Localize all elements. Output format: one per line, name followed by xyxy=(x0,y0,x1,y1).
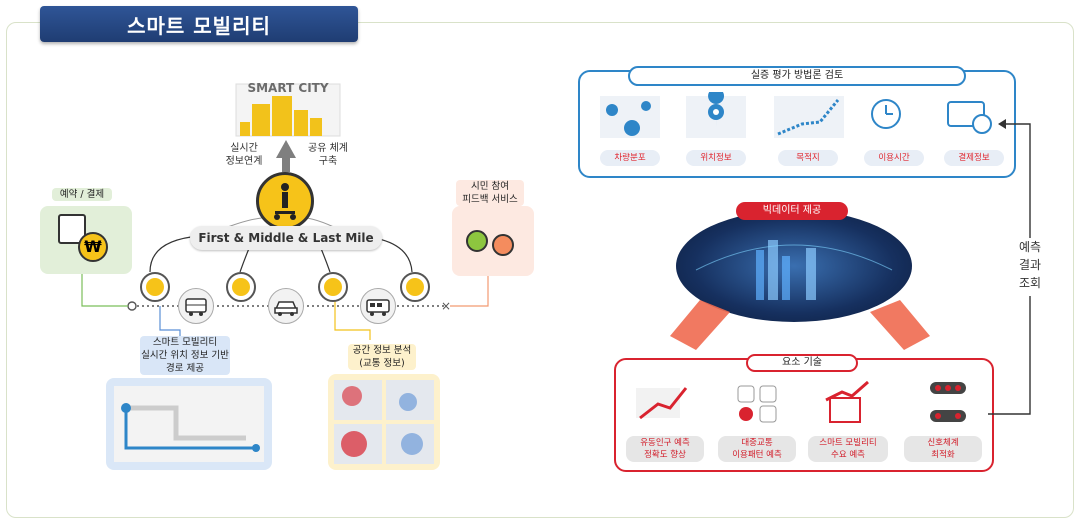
demand-forecast-chip: 스마트 모빌리티 수요 예측 xyxy=(808,436,888,462)
payment-info-chip: 결제정보 xyxy=(944,150,1004,166)
prediction-query-label: 예측 결과 조회 xyxy=(1010,238,1050,296)
payment-card-icon xyxy=(947,101,992,134)
bus-icon xyxy=(178,288,214,324)
won-coin-icon: ₩ xyxy=(78,232,108,262)
spatial-map-tile xyxy=(328,374,440,470)
citizen-feedback-label: 시민 참여 피드백 서비스 xyxy=(456,180,524,206)
scooter-icon xyxy=(400,272,430,302)
realtime-info-label: 실시간 정보연계 xyxy=(225,143,263,167)
route-map-tile xyxy=(106,378,272,470)
happy-face-icon xyxy=(466,230,488,252)
sad-face-icon xyxy=(492,234,514,256)
booking-label: 예약 / 결제 xyxy=(52,188,112,201)
vehicle-distribution-chip: 차량분포 xyxy=(600,150,660,166)
rider-icon xyxy=(256,172,314,230)
signal-optimization-chip: 신호체계 최적화 xyxy=(904,436,982,462)
route-info-label: 스마트 모빌리티 실시간 위치 정보 기반 경로 제공 xyxy=(140,336,230,375)
scooter-icon xyxy=(318,272,348,302)
vehicle-distribution-icon xyxy=(600,96,660,138)
population-trend-icon xyxy=(636,387,688,420)
mile-label: First & Middle & Last Mile xyxy=(190,226,382,250)
destination-route-icon xyxy=(774,96,844,138)
usage-time-chip: 이용시간 xyxy=(864,150,924,166)
demand-forecast-icon xyxy=(825,380,869,423)
transit-pattern-chip: 대중교통 이용패턴 예측 xyxy=(718,436,796,462)
page-title: 스마트 모빌리티 xyxy=(40,6,358,42)
bigdata-arrows-icon xyxy=(670,300,930,350)
booking-tile: ₩ xyxy=(40,206,132,274)
population-forecast-chip: 유동인구 예측 정확도 향상 xyxy=(626,436,704,462)
spatial-info-label: 공간 정보 분석 (교통 정보) xyxy=(348,344,416,370)
share-system-label: 공유 체계 구축 xyxy=(308,143,348,167)
scooter-icon xyxy=(226,272,256,302)
svg-text:×: × xyxy=(441,299,451,313)
traffic-signal-icon xyxy=(930,382,966,422)
clock-icon xyxy=(871,99,901,129)
up-arrow-icon xyxy=(276,140,296,172)
evaluation-method-title: 실증 평가 방법론 검토 xyxy=(628,66,966,86)
bigdata-label: 빅데이터 제공 xyxy=(736,202,848,220)
heatmap-icon xyxy=(334,380,434,464)
core-technology-title: 요소 기술 xyxy=(746,354,858,372)
bigdata-city-image xyxy=(676,210,912,322)
evaluation-icons xyxy=(600,92,992,138)
smart-city-skyline-icon xyxy=(235,83,341,137)
tech-icons xyxy=(636,380,966,423)
location-info-chip: 위치정보 xyxy=(686,150,746,166)
train-icon xyxy=(360,288,396,324)
car-icon xyxy=(268,288,304,324)
transit-pattern-icon xyxy=(737,385,777,423)
smart-city-label: SMART CITY xyxy=(247,81,329,95)
route-map-icon xyxy=(114,386,264,462)
feedback-tile xyxy=(452,206,534,276)
scooter-icon xyxy=(140,272,170,302)
destination-chip: 목적지 xyxy=(778,150,838,166)
location-pin-icon xyxy=(686,92,746,138)
